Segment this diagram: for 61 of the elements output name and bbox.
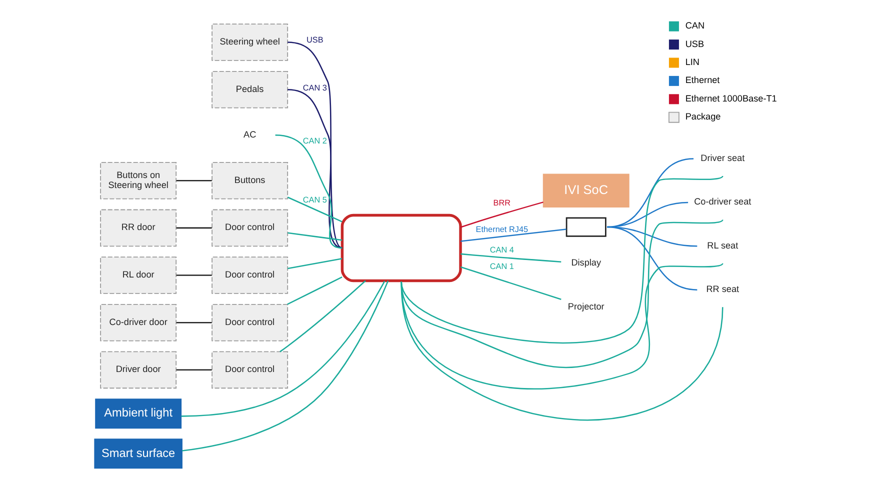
connector — [400, 262, 722, 390]
node-box: Door control — [211, 304, 288, 342]
connector — [176, 180, 212, 182]
legend-label: LIN — [684, 57, 699, 68]
node-text: Driver seat — [700, 153, 744, 164]
legend-label: Package — [684, 112, 720, 122]
node-text: RL seat — [706, 240, 738, 250]
legend-label: Ethernet 1000Base-T1 — [684, 93, 776, 104]
edge-label: BRR — [492, 198, 510, 208]
node-text: Projector — [567, 301, 604, 312]
connector — [287, 88, 342, 249]
connector — [182, 280, 388, 452]
connector — [460, 253, 561, 262]
node-box: Steering wheel — [211, 24, 288, 61]
node-box: IVI SoC — [542, 174, 629, 208]
edge-label: CAN 4 — [489, 246, 514, 255]
connector — [606, 226, 697, 290]
connector — [460, 228, 566, 242]
edge-label: CAN 2 — [302, 136, 326, 146]
connector — [274, 134, 342, 249]
node-box: Ambient light — [94, 398, 182, 429]
connector — [287, 42, 342, 248]
edge-label: USB — [306, 35, 323, 44]
node-box: Co-driver door — [100, 304, 176, 342]
node-box: Buttons on Steering wheel — [100, 162, 176, 200]
node-box: Door control — [211, 256, 288, 294]
connector — [180, 280, 385, 417]
connector — [287, 258, 342, 270]
node-box — [340, 214, 462, 282]
connector — [400, 282, 723, 421]
node-box: RL door — [100, 256, 176, 294]
edge-label: Ethernet RJ45 — [475, 224, 528, 234]
connector — [460, 266, 561, 300]
connector — [286, 276, 342, 305]
connector — [176, 369, 212, 371]
node-text: Co-driver seat — [694, 196, 751, 207]
edge-label: CAN 5 — [302, 196, 326, 205]
node-box: Door control — [211, 209, 288, 247]
connector — [176, 227, 212, 229]
node-box: Door control — [211, 351, 288, 389]
legend-label: USB — [684, 38, 704, 49]
node-box: Driver door — [100, 351, 176, 389]
node-box: Pedals — [211, 70, 288, 108]
connector — [176, 274, 212, 276]
node-box: RR door — [100, 209, 176, 247]
node-box: Smart surface — [94, 438, 182, 469]
legend-label: Ethernet — [684, 75, 720, 86]
node-box — [565, 217, 606, 237]
connector — [400, 219, 722, 368]
node-text: RR seat — [706, 284, 739, 294]
node-text: Display — [570, 258, 601, 268]
edge-label: CAN 3 — [302, 84, 326, 93]
connector — [286, 196, 342, 222]
connector — [460, 202, 543, 228]
edge-label: CAN 1 — [489, 262, 514, 272]
node-box: Buttons — [211, 162, 288, 200]
legend-label: CAN — [684, 20, 704, 31]
connector — [400, 176, 722, 344]
connector — [176, 322, 212, 324]
connector — [287, 232, 342, 241]
node-text: AC — [243, 129, 256, 140]
